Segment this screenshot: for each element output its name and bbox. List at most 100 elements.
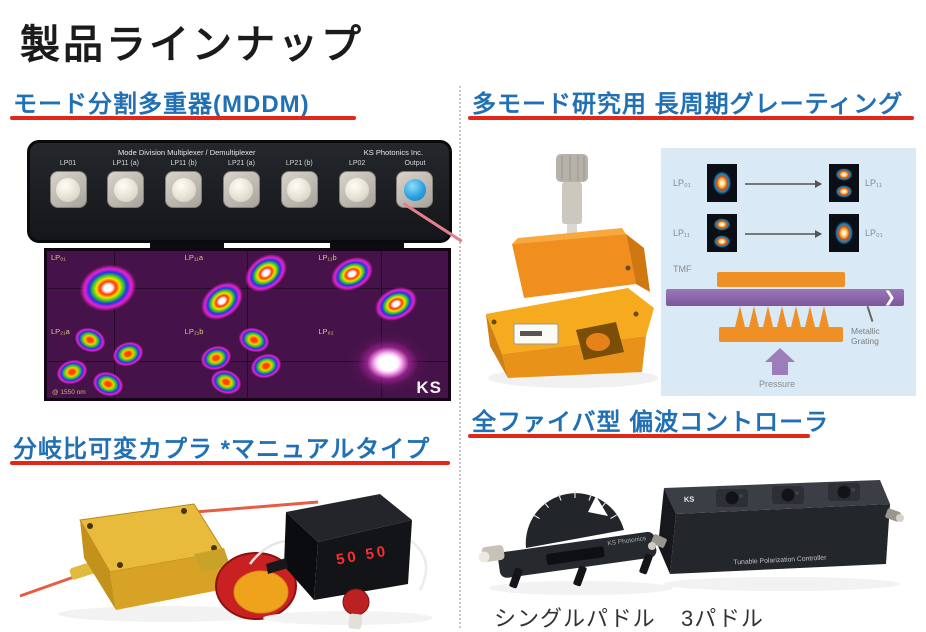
caption-three-paddle: 3パドル <box>681 606 764 631</box>
paddle-body: KS Photonics <box>498 531 657 578</box>
mddm-port: LP02 <box>337 160 377 208</box>
port-label: LP11 (b) <box>170 160 197 167</box>
dial-ticks <box>533 491 617 520</box>
conversion-arrow <box>745 180 822 187</box>
mode-cell-lp01: LP₀₁ <box>47 251 181 325</box>
pressure-arrow-shaft <box>772 362 788 375</box>
mode-image-footnote: @ 1550 nm <box>52 389 86 396</box>
heading-underline <box>10 116 356 120</box>
port-connector <box>338 171 376 208</box>
metallic-grating-teeth <box>735 306 829 327</box>
mode-label: LP₀₂ <box>318 326 334 336</box>
mode-blob <box>87 365 129 402</box>
grating-device-body <box>486 228 654 378</box>
mode-label: LP₂₁b <box>184 326 204 336</box>
mode-blob <box>367 278 426 330</box>
mddm-port-row: LP01 LP11 (a) LP11 (b) LP21 (a) LP21 (b)… <box>48 160 435 208</box>
pressure-label: Pressure <box>759 379 796 389</box>
mode-label: LP₀₁ <box>51 253 66 262</box>
caption-single-paddle: シングルパドル <box>494 606 656 631</box>
grating-base-plate <box>719 327 843 342</box>
mddm-device-photo: Mode Division Multiplexer / Demultiplexe… <box>27 140 452 243</box>
two-mode-fiber-bar: ❯ <box>666 289 904 306</box>
mode-tile-double <box>829 164 859 202</box>
section-heading-coupler: 分岐比可変カプラ *マニュアルタイプ <box>13 436 431 463</box>
mode-in-label: LP₀₁ <box>673 178 691 188</box>
device-foot <box>330 242 404 252</box>
mode-label: LP₁₁b <box>318 253 337 262</box>
mode-out-label: LP₀₁ <box>865 228 883 238</box>
light-direction-chevron: ❯ <box>883 289 896 306</box>
grating-device-photo <box>486 154 658 388</box>
product-name-label: Tunable Polarization Controller <box>733 555 827 567</box>
fiber-label: TMF <box>673 264 692 274</box>
fiber-loop <box>409 539 428 591</box>
mddm-port: LP11 (b) <box>164 160 204 208</box>
port-ferrule <box>171 177 196 202</box>
mddm-panel-title: Mode Division Multiplexer / Demultiplexe… <box>118 148 256 157</box>
mode-label: LP₁₁a <box>184 253 204 262</box>
port-ferrule <box>345 177 370 202</box>
heading-underline <box>10 461 450 465</box>
mode-cell-lp11b: LP₁₁b <box>314 248 448 330</box>
grating-callout-label: Metallic Grating <box>851 326 880 347</box>
ks-watermark: KS <box>416 378 442 397</box>
mddm-port: LP21 (b) <box>279 160 319 208</box>
page-title: 製品ラインナップ <box>20 23 364 67</box>
conversion-arrow <box>745 230 822 237</box>
section-heading-mddm: モード分割多重器(MDDM) <box>13 91 310 118</box>
heading-underline <box>468 434 810 438</box>
mode-cell-lp21a: LP₂₁a <box>47 321 181 402</box>
mddm-port-output: Output <box>395 160 435 208</box>
section-heading-grating: 多モード研究用 長周期グレーティング <box>472 91 904 118</box>
heading-underline <box>468 116 914 120</box>
mode-blob <box>69 321 111 358</box>
paddle-knob <box>828 483 860 501</box>
port-ferrule <box>113 177 138 202</box>
mode-blob <box>338 324 439 401</box>
mode-tile-single <box>707 164 737 202</box>
mode-field-image: LP₀₁ LP₁₁a LP₁₁b LP₂₁a LP₂₁b <box>44 243 451 402</box>
top-press-plate <box>717 272 845 287</box>
port-label: LP02 <box>348 160 366 167</box>
port-label: LP01 <box>59 160 77 167</box>
mode-tile-single <box>829 214 859 252</box>
output-port-blue-ferrule <box>403 178 426 201</box>
mddm-port: LP11 (a) <box>106 160 146 208</box>
port-connector <box>280 171 318 208</box>
paddle-knob <box>772 486 804 504</box>
brand-label: KS <box>684 495 695 504</box>
grating-principle-diagram: LP₀₁ LP₁₁ LP₁₁ LP₀₁ TMF ❯ Metal <box>661 148 916 396</box>
mode-tile-double <box>707 214 737 252</box>
triple-paddle-device: KS Tunable Polarization Controller <box>648 480 904 591</box>
port-connector <box>107 171 145 208</box>
section-heading-polarization: 全ファイバ型 偏波コントローラ <box>472 409 830 436</box>
mode-cell-lp11a: LP₁₁a <box>180 243 315 331</box>
single-paddle-device: KS Photonics <box>478 491 673 595</box>
port-ferrule <box>229 177 254 202</box>
mode-cell-lp21b: LP₂₁b <box>180 321 315 400</box>
mode-label: LP₂₁a <box>51 326 70 336</box>
port-label: Output <box>404 160 426 167</box>
mddm-port: LP21 (a) <box>221 160 261 208</box>
mode-blob <box>107 335 149 372</box>
port-ferrule <box>56 177 80 202</box>
mode-out-label: LP₁₁ <box>865 178 883 188</box>
coupler-display-box: 50 50 <box>249 494 433 630</box>
dial-pointer-window <box>588 496 608 516</box>
mddm-brand-label: KS Photonics Inc. <box>363 148 423 157</box>
pressure-arrow <box>765 348 795 362</box>
mode-blob <box>71 256 145 320</box>
port-ferrule <box>287 177 312 202</box>
port-connector <box>165 171 203 208</box>
paddle-knob <box>716 489 748 507</box>
column-divider <box>459 86 461 628</box>
device-foot <box>150 242 224 252</box>
mode-in-label: LP₁₁ <box>673 228 691 238</box>
port-connector <box>49 171 87 208</box>
port-connector <box>396 171 434 208</box>
grating-callout-line <box>866 306 873 322</box>
micrometer-knob <box>556 154 588 244</box>
port-connector <box>222 171 260 208</box>
